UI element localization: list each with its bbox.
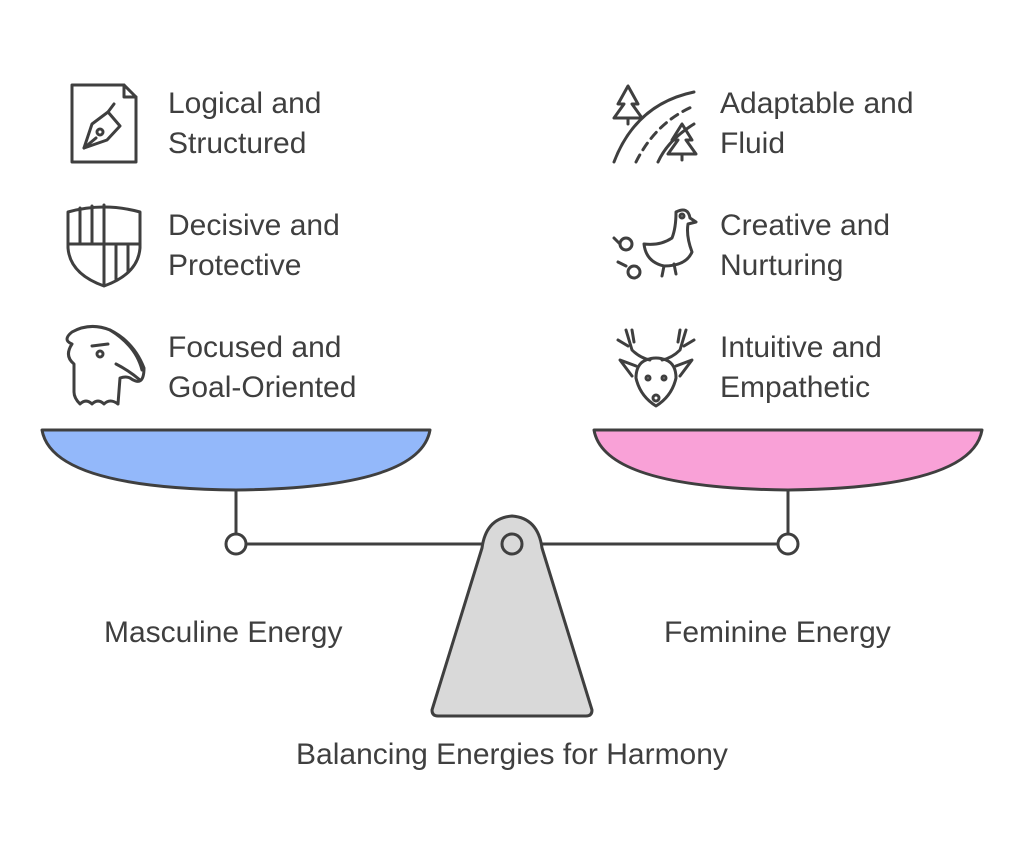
trait-line: Fluid xyxy=(720,127,786,160)
trait-line: Adaptable and xyxy=(720,87,914,120)
shield-icon xyxy=(66,203,142,288)
pen-document-icon xyxy=(70,83,138,164)
river-trees-icon xyxy=(612,84,698,164)
trait-focused-goal-oriented: Focused and Goal-Oriented xyxy=(168,328,356,408)
trait-creative-nurturing: Creative and Nurturing xyxy=(720,206,890,286)
eagle-icon xyxy=(65,325,146,406)
trait-intuitive-empathetic: Intuitive and Empathetic xyxy=(720,328,882,408)
trait-decisive-protective: Decisive and Protective xyxy=(168,206,340,286)
trait-line: Protective xyxy=(168,249,302,282)
trait-line: Decisive and xyxy=(168,209,340,242)
right-joint xyxy=(776,532,800,556)
feminine-pan xyxy=(592,428,984,492)
trait-line: Logical and xyxy=(168,87,322,120)
fulcrum xyxy=(430,514,594,718)
diagram-title: Balancing Energies for Harmony xyxy=(296,738,728,771)
duck-with-ducklings-icon xyxy=(612,208,698,280)
trait-line: Empathetic xyxy=(720,371,871,404)
trait-logical-structured: Logical and Structured xyxy=(168,84,321,164)
trait-line: Goal-Oriented xyxy=(168,371,357,404)
trait-line: Creative and xyxy=(720,209,891,242)
pivot xyxy=(500,532,524,556)
masculine-pan xyxy=(40,428,432,492)
trait-line: Nurturing xyxy=(720,249,844,282)
left-joint xyxy=(224,532,248,556)
trait-adaptable-fluid: Adaptable and Fluid xyxy=(720,84,914,164)
deer-icon xyxy=(616,328,696,408)
trait-line: Structured xyxy=(168,127,307,160)
feminine-energy-label: Feminine Energy xyxy=(664,616,891,649)
masculine-energy-label: Masculine Energy xyxy=(104,616,343,649)
trait-line: Focused and xyxy=(168,331,342,364)
trait-line: Intuitive and xyxy=(720,331,882,364)
